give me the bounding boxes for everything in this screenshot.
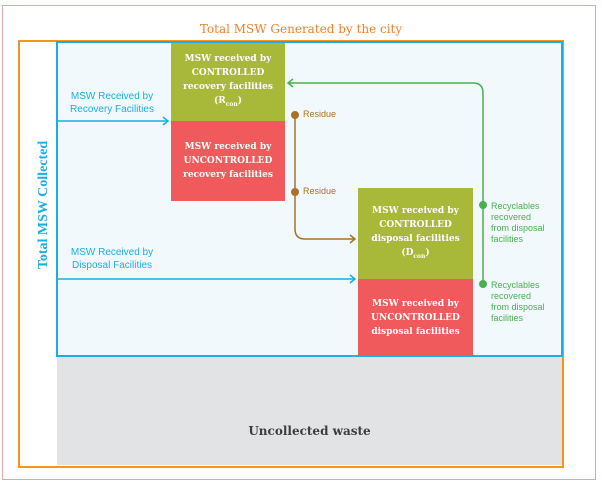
controlled-disposal-text: MSW received by CONTROLLED disposal faci… — [371, 205, 460, 258]
controlled-recovery-subscript: con — [225, 100, 238, 108]
diagram-title: Total MSW Generated by the city — [199, 22, 403, 36]
outer-frame — [2, 5, 596, 480]
recyclables-dot-2 — [479, 280, 487, 288]
residue-dot-1 — [291, 111, 299, 119]
total-collected-region — [56, 41, 563, 357]
controlled-disposal-box: MSW received by CONTROLLED disposal faci… — [358, 188, 473, 279]
uncontrolled-recovery-text: MSW received by UNCONTROLLED recovery fa… — [183, 142, 273, 180]
uncollected-label: Uncollected waste — [248, 424, 371, 438]
controlled-recovery-text: MSW received by CONTROLLED recovery faci… — [183, 54, 273, 107]
residue-label-2: Residue — [303, 186, 337, 196]
disposal-in-label: MSW Received by Disposal Facilities — [70, 247, 154, 271]
recyclables-arrow — [286, 78, 484, 285]
controlled-disposal-subscript: con — [413, 252, 426, 260]
uncollected-region — [57, 357, 562, 465]
recyclables-label-2: Recyclables recovered from disposal faci… — [491, 280, 545, 323]
recovery-in-arrow — [58, 116, 170, 126]
uncontrolled-disposal-box: MSW received by UNCONTROLLED disposal fa… — [358, 279, 473, 356]
recyclables-label-1: Recyclables recovered from disposal faci… — [491, 201, 545, 244]
residue-dot-2 — [291, 188, 299, 196]
residue-arrow — [294, 115, 357, 244]
recovery-in-label: MSW Received by Recovery Facilities — [70, 91, 154, 115]
uncontrolled-disposal-text: MSW received by UNCONTROLLED disposal fa… — [371, 298, 460, 337]
disposal-in-arrow — [58, 274, 357, 284]
residue-label-1: Residue — [303, 109, 337, 119]
recyclables-dot-1 — [479, 201, 487, 209]
uncontrolled-recovery-box: MSW received by UNCONTROLLED recovery fa… — [171, 121, 285, 201]
controlled-recovery-box: MSW received by CONTROLLED recovery faci… — [171, 43, 285, 121]
